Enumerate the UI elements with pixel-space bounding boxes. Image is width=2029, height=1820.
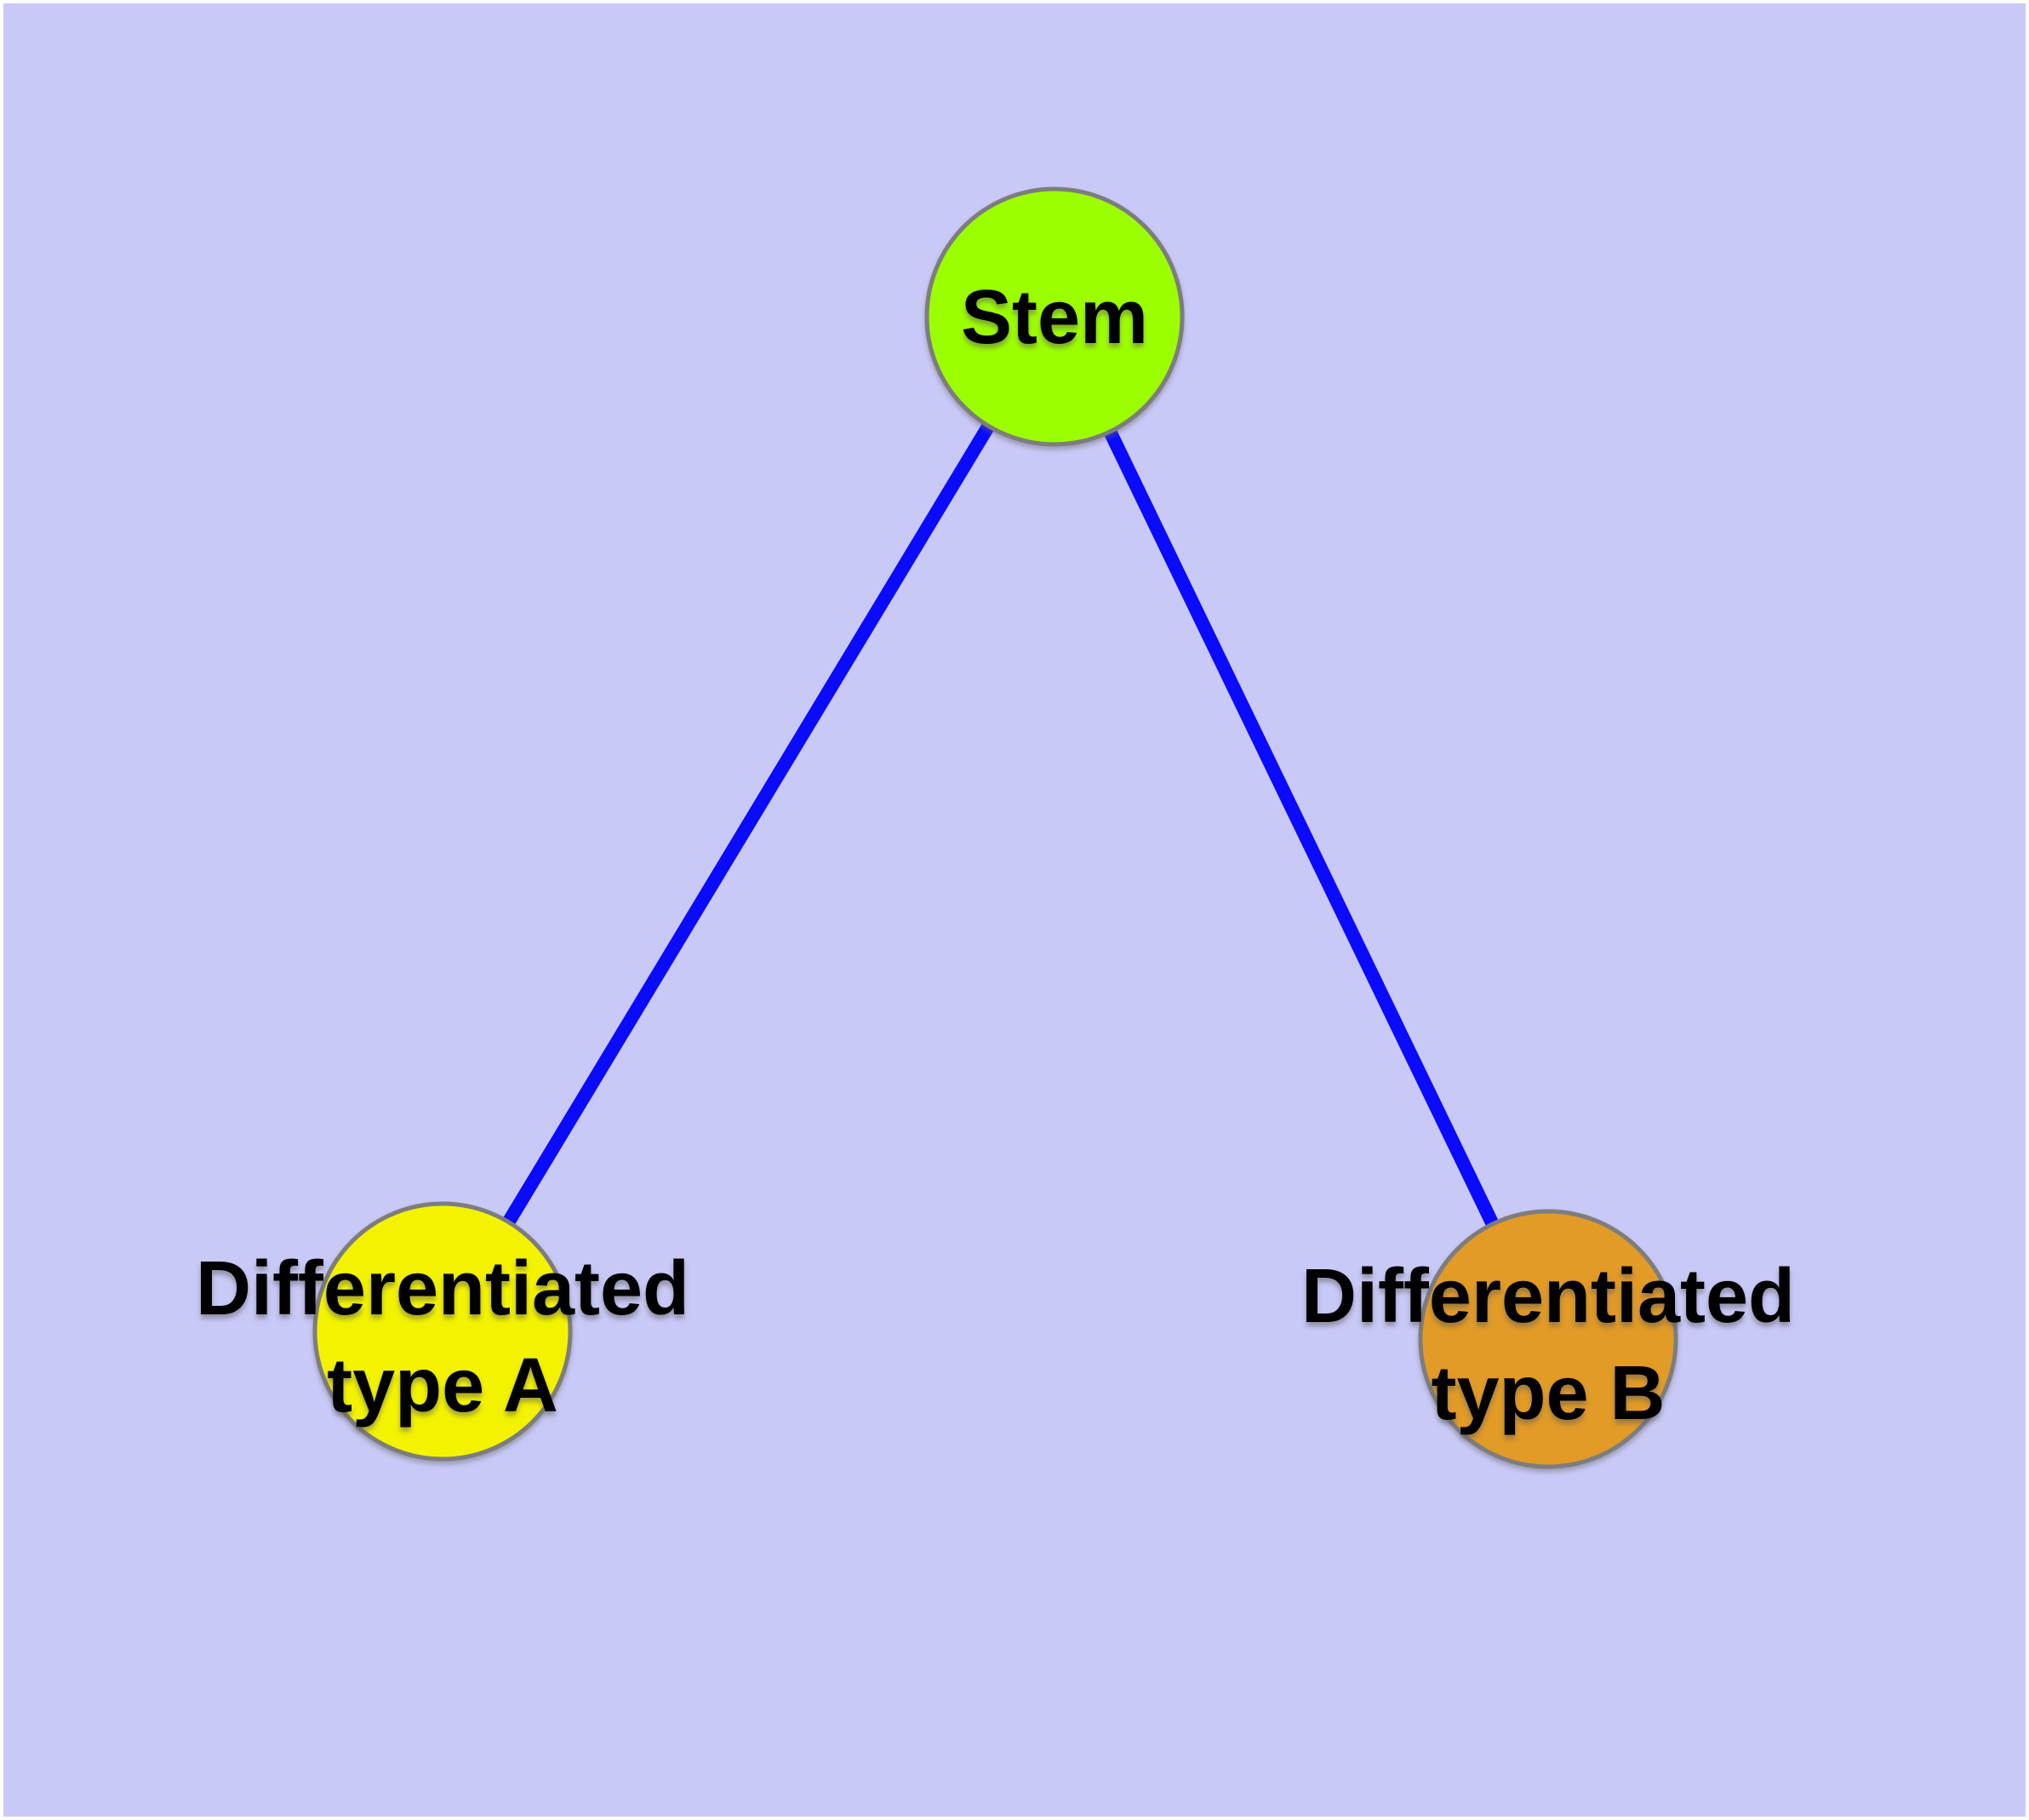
node-differentiated-type-a	[312, 1201, 573, 1462]
node-stem	[924, 186, 1185, 447]
node-stem-label: Stem	[961, 275, 1148, 360]
node-differentiated-type-a-label-line2: type A	[327, 1343, 558, 1428]
edge-stem-to-differentiated-type-b	[1048, 313, 1555, 1342]
node-differentiated-type-b-label-line1: Differentiated	[1301, 1254, 1795, 1339]
node-differentiated-type-b	[1418, 1209, 1678, 1469]
edge-stem-to-differentiated-type-a	[437, 312, 1060, 1336]
node-differentiated-type-b-label-line2: type B	[1431, 1351, 1665, 1436]
node-differentiated-type-a-label-line1: Differentiated	[196, 1246, 689, 1331]
